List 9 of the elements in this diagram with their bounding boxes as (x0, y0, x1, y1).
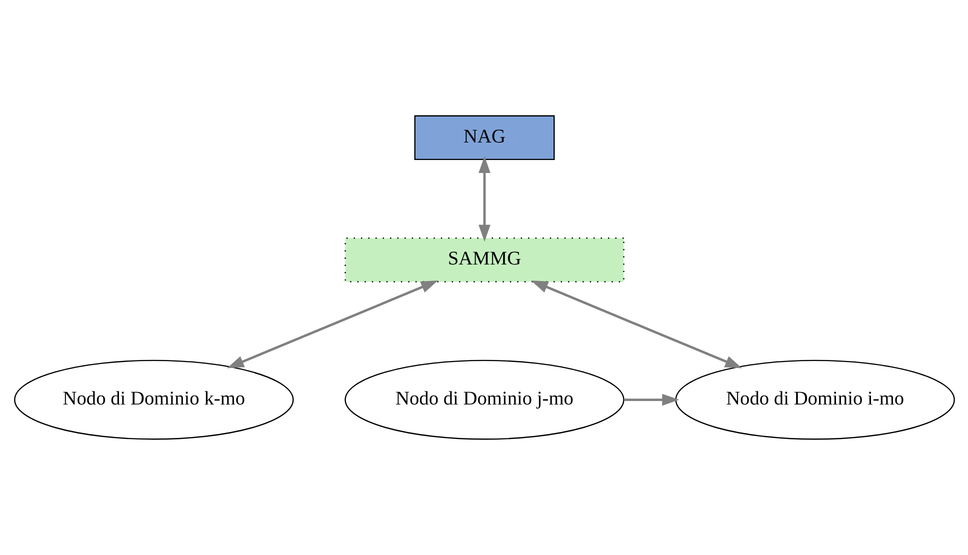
arrow (226, 280, 438, 368)
node-ellipse: Nodo di Dominio i-mo (674, 360, 954, 440)
arrow (530, 280, 742, 368)
node-box: NAG (414, 115, 554, 160)
node-box: SAMMG (344, 238, 624, 282)
arrow (623, 394, 679, 406)
node-ellipse: Nodo di Dominio k-mo (14, 360, 294, 440)
node-ellipse: Nodo di Dominio j-mo (344, 360, 624, 440)
arrow (478, 156, 490, 242)
